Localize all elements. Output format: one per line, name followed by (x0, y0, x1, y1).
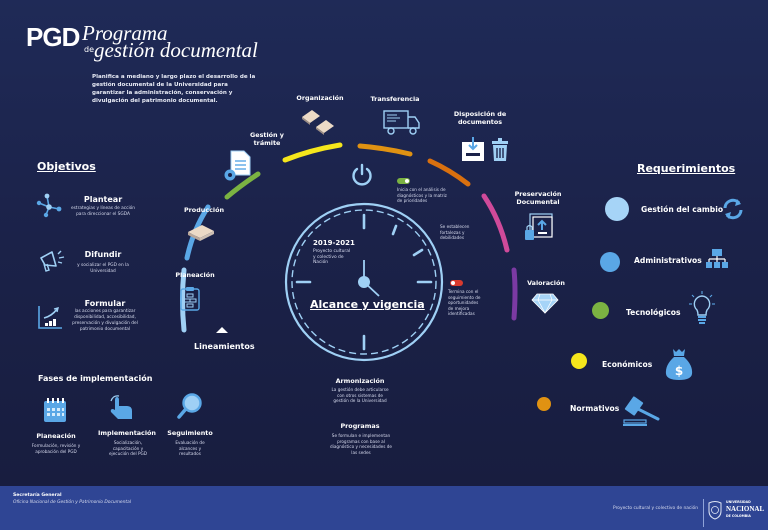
title-de: de (84, 45, 94, 54)
armonizacion-title: Armonización (335, 377, 385, 385)
hand-pointer-icon (110, 395, 132, 419)
clipboard-flowchart-icon (180, 287, 200, 311)
magnifier-icon (177, 393, 202, 419)
footer-divider (703, 499, 704, 527)
lineamiento-preservacion: Preservación Documental (514, 190, 562, 206)
megaphone-icon (40, 250, 65, 272)
footer-slogan: Proyecto cultural y colectivo de nación (613, 506, 699, 511)
title-programa: Programa (82, 21, 168, 45)
clock-title: Alcance y vigencia (310, 298, 425, 311)
arc-segment-gestion (224, 171, 261, 200)
triangle-marker (216, 327, 228, 333)
lineamientos-heading: Lineamientos (194, 342, 255, 351)
lineamiento-transferencia: Transferencia (370, 95, 420, 103)
org-chart-icon (706, 249, 728, 268)
svg-text:$: $ (675, 364, 683, 378)
footer: Secretaría General Oficina Nacional de G… (0, 486, 768, 530)
uni-name-bot: DE COLOMBIA (726, 514, 751, 518)
title-pgd: PGD (26, 22, 80, 52)
refresh-icon (723, 198, 743, 220)
fase-desc: Evaluación de alcances y resultados (175, 440, 205, 457)
uni-name-top: UNIVERSIDAD (726, 500, 751, 504)
objetivo-title: Formular (84, 299, 126, 308)
arc-segment-preservacion (481, 193, 510, 253)
folders-icon (302, 110, 334, 135)
clock-face (284, 202, 444, 362)
lineamiento-gestion-tramite: Gestión y trámite (250, 131, 284, 147)
document-gear-icon (224, 150, 251, 181)
fase-title: Implementación (98, 429, 156, 437)
lock-upload-icon (525, 213, 553, 240)
lightbulb-icon (689, 291, 715, 324)
req-label: Tecnológicos (626, 308, 681, 317)
objetivo-desc: y socializar el PGD en la Universidad (77, 263, 129, 274)
arc-segment-organizacion (282, 142, 343, 163)
req-label: Normativos (570, 404, 620, 413)
objetivo-desc: las acciones para garantizar disponibili… (72, 309, 138, 332)
network-icon (36, 193, 62, 218)
lineamiento-produccion: Producción (183, 206, 225, 214)
toggle-start (397, 178, 410, 184)
req-label: Administrativos (634, 256, 702, 265)
lineamiento-planeacion: Planeación (175, 271, 215, 279)
programas-desc: Se formulan e implementan programas con … (330, 433, 392, 455)
objetivos-heading: Objetivos (37, 160, 96, 173)
calendar-icon (44, 398, 66, 422)
arc-segment-planeacion (180, 267, 187, 333)
footer-office: Oficina Nacional de Gestión y Patrimonio… (13, 500, 132, 505)
requerimientos-heading: Requerimientos (637, 162, 736, 175)
note-mid: Se establecen fortalezas y debilidades (440, 224, 470, 241)
lineamiento-valoracion: Valoración (527, 279, 565, 287)
armonizacion-desc: La gestión debe articularse con otros si… (331, 387, 389, 404)
programas-title: Programas (340, 422, 380, 430)
inbox-trash-icon (462, 137, 508, 161)
money-bag-icon: $ (665, 349, 693, 380)
footer-dept: Secretaría General (13, 493, 62, 498)
note-end: Termina con el seguimiento de oportunida… (448, 289, 481, 317)
clock-years: 2019-2021 (313, 239, 355, 247)
growth-chart-icon (38, 306, 62, 329)
diamond-icon (531, 293, 559, 314)
req-label: Económicos (602, 360, 653, 369)
objetivo-desc: estrategias y líneas de acción para dire… (71, 206, 135, 217)
lineamiento-organizacion: Organización (296, 94, 344, 102)
fase-desc: Socialización, capacitación y ejecución … (108, 440, 147, 457)
req-dot (537, 397, 551, 411)
req-dot (571, 353, 587, 369)
req-label: Gestión del cambio (641, 205, 724, 214)
university-seal-icon (708, 501, 722, 520)
objetivo-title: Plantear (83, 195, 123, 204)
fase-title: Planeación (36, 432, 76, 440)
arc-segment-transferencia (357, 143, 413, 157)
intro-text: Planifica a mediano y largo plazo el des… (92, 74, 256, 104)
req-dot (592, 302, 609, 319)
fases-heading: Fases de implementación (38, 374, 153, 383)
paper-stack-icon (188, 225, 214, 241)
lineamiento-disposicion: Disposición de documentos (453, 110, 507, 126)
gavel-icon (623, 396, 660, 426)
uni-name-mid: NACIONAL (726, 505, 765, 513)
truck-icon (383, 110, 420, 135)
arc-segment-valoracion (511, 267, 518, 321)
req-dot (600, 252, 620, 272)
fase-title: Seguimiento (167, 429, 213, 437)
fase-desc: Formulación, revisión y aprobación del P… (31, 443, 81, 454)
req-dot (605, 197, 629, 221)
objetivo-title: Difundir (84, 250, 122, 259)
clock-subtitle: Proyecto cultural y colectivo de Nación (313, 249, 351, 266)
note-start: Inicia con el análisis de diagnósticos y… (397, 187, 447, 204)
toggle-end (450, 280, 463, 286)
power-icon (352, 163, 372, 186)
title-gestion-documental: gestión documental (94, 38, 258, 62)
arc-segment-disposicion (427, 158, 471, 187)
